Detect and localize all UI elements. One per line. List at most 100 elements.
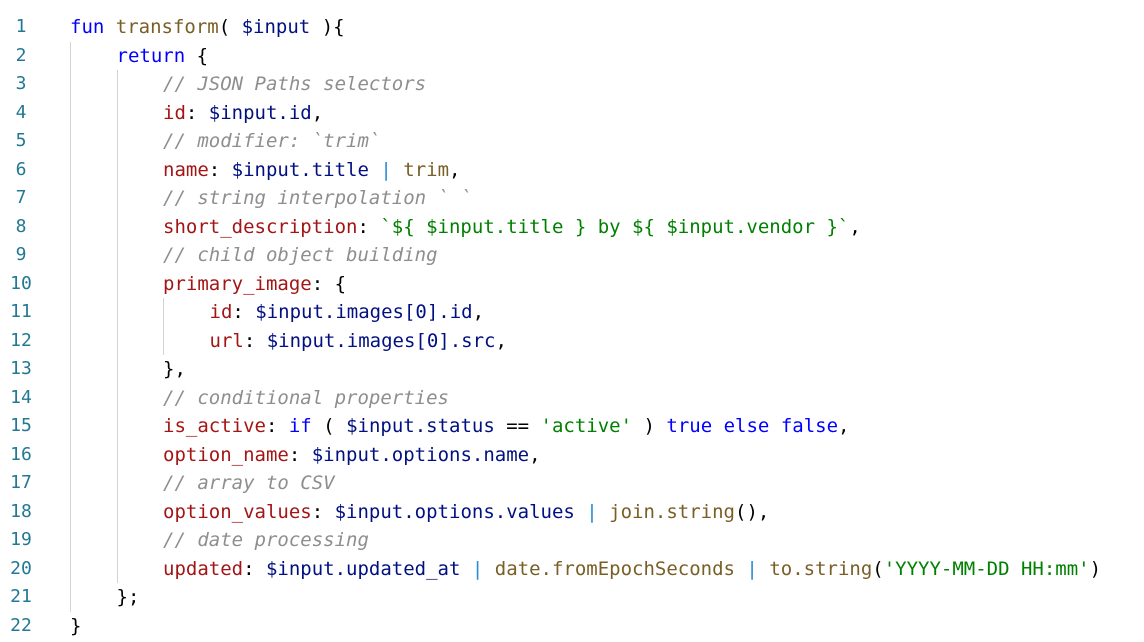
code-text: option_values: $input.options.values | j… <box>163 498 769 527</box>
token-op: : <box>232 301 256 323</box>
token-str: `${ $input.title } by ${ $input.vendor }… <box>380 215 850 238</box>
token-op: ) <box>1089 557 1102 580</box>
code-text: id: $input.images[0].id, <box>210 298 485 327</box>
token-op: ( <box>872 557 884 580</box>
code-text: }, <box>163 355 186 384</box>
token-op: , <box>838 415 850 437</box>
token-cmt: // JSON Paths selectors <box>163 73 427 95</box>
token-kw: false <box>780 415 839 437</box>
token-op: : <box>311 500 335 523</box>
token-op: ( <box>218 16 242 38</box>
token-kw: else <box>723 415 770 437</box>
token-cmt: // string interpolation ` ` <box>163 187 472 209</box>
token-fn: to.string <box>769 557 873 580</box>
code-text: // string interpolation ` ` <box>163 184 472 213</box>
line-number: 20 <box>10 557 32 579</box>
line-number: 9 <box>15 244 27 265</box>
line-number: 10 <box>10 272 32 294</box>
token-kw: if <box>288 415 312 437</box>
token-str: 'YYYY-MM-DD HH:mm' <box>883 557 1090 580</box>
indent-guide <box>163 298 164 355</box>
indent-guide <box>70 41 71 612</box>
token-op: : <box>288 443 312 466</box>
token-var: $input.options.values <box>334 500 575 523</box>
token-op: }; <box>116 586 140 608</box>
token-var: $input.options.name <box>311 443 530 466</box>
token-op: , <box>529 443 541 466</box>
token-op: : <box>185 101 209 124</box>
token-op: ) <box>632 415 667 437</box>
token-pipe: | <box>368 158 404 181</box>
code-text: name: $input.title | trim, <box>163 156 460 185</box>
token-op: : <box>243 329 267 352</box>
line-number: 11 <box>10 301 32 322</box>
token-var: $input.status <box>346 415 495 437</box>
token-prop: id <box>209 301 233 323</box>
token-cmt: // child object building <box>163 244 438 266</box>
token-prop: id <box>163 101 186 124</box>
token-pipe: | <box>460 557 495 580</box>
code-text: // array to CSV <box>163 469 335 498</box>
token-fn: join.string <box>609 500 735 523</box>
line-number: 7 <box>15 187 27 208</box>
line-number: 1 <box>15 16 27 37</box>
line-number: 2 <box>15 44 27 66</box>
token-op: , <box>849 215 861 238</box>
line-number: 8 <box>15 215 27 237</box>
line-number: 4 <box>15 101 27 123</box>
token-prop: url <box>209 329 244 352</box>
code-text: primary_image: { <box>163 270 346 299</box>
line-number: 12 <box>10 329 32 351</box>
line-number: 19 <box>10 529 32 550</box>
token-prop: primary_image <box>163 272 312 295</box>
line-number: 17 <box>10 472 32 493</box>
code-text: // child object building <box>163 241 438 270</box>
line-number: 21 <box>10 586 32 607</box>
token-pipe: | <box>574 500 610 523</box>
code-text: // date processing <box>163 526 369 555</box>
token-op: : <box>243 557 266 580</box>
code-text: id: $input.id, <box>163 99 323 128</box>
token-op: == <box>494 415 541 437</box>
token-fn: trim <box>403 158 450 181</box>
token-kw: return <box>116 44 186 67</box>
token-var: $input.images[0].src <box>266 329 496 352</box>
line-number: 14 <box>10 386 32 408</box>
code-text: return { <box>117 42 209 71</box>
line-number: 15 <box>10 415 32 436</box>
line-number: 3 <box>15 73 27 94</box>
token-kw: fun <box>70 16 116 38</box>
token-op: , <box>472 301 485 323</box>
token-fn: date.fromEpochSeconds <box>494 557 735 580</box>
token-op: , <box>495 329 507 352</box>
token-str: 'active' <box>540 415 633 437</box>
token-op: ( <box>311 415 347 437</box>
token-prop: option_values <box>163 500 312 523</box>
token-var: $input.updated_at <box>265 557 461 580</box>
token-prop: name <box>163 158 209 181</box>
token-cmt: // modifier: `trim` <box>163 130 381 152</box>
line-number: 16 <box>10 443 32 465</box>
token-op: : <box>208 158 232 181</box>
token-prop: short_description <box>163 215 358 238</box>
token-cmt: // date processing <box>163 529 369 551</box>
token-op: , <box>311 101 324 124</box>
token-op: : <box>265 415 289 437</box>
line-number: 6 <box>15 158 27 180</box>
token-op: { <box>185 44 209 67</box>
code-text: short_description: `${ $input.title } by… <box>163 213 861 242</box>
token-var: $input.images[0].id <box>255 301 473 323</box>
token-var: $input <box>241 16 311 38</box>
token-prop: is_active <box>163 415 266 437</box>
token-op: : { <box>311 272 347 295</box>
code-text: fun transform( $input ){ <box>70 13 345 42</box>
token-var: $input.title <box>231 158 369 181</box>
line-number: 13 <box>10 358 32 379</box>
code-text: // JSON Paths selectors <box>163 70 426 99</box>
token-op: , <box>449 158 461 181</box>
token-prop: option_name <box>163 443 289 466</box>
token-op: ){ <box>310 16 345 38</box>
token-fn: transform <box>115 16 219 38</box>
line-number: 5 <box>15 130 27 151</box>
